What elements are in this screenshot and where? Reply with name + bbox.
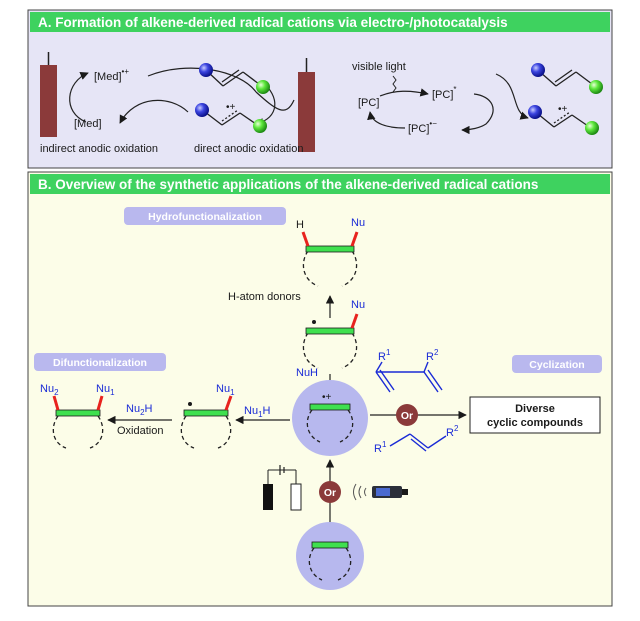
pc-excited-label: [PC]* <box>432 85 457 101</box>
difunctionalization-label: Difunctionalization <box>53 357 147 369</box>
mediator-cycle-arrow <box>69 71 89 123</box>
nu-label-mid: Nu <box>351 299 365 311</box>
nu1h-label: Nu1H <box>244 405 271 419</box>
nu-label-top: Nu <box>351 217 365 229</box>
panel-b-header: B. Overview of the synthetic application… <box>38 177 538 192</box>
visible-light-label: visible light <box>352 61 406 73</box>
or-badge-right <box>396 404 418 426</box>
diverse-line-1: Diverse <box>515 403 555 415</box>
nu2-product-label: Nu2 <box>40 383 59 397</box>
blue-substituent-icon <box>199 63 213 77</box>
cyclization-pill <box>512 355 602 373</box>
blue-substituent-icon <box>528 105 542 119</box>
electrode-left <box>40 65 57 137</box>
substrate-oxidation-arrow <box>495 73 529 120</box>
light-source-icon <box>353 483 408 501</box>
or-bottom-label: Or <box>324 487 336 499</box>
green-substituent-icon <box>585 121 599 135</box>
h-label: H <box>296 219 304 231</box>
radical-cation-mark: •+ <box>226 102 236 113</box>
green-substituent-icon <box>589 80 603 94</box>
panel-a-header-bar <box>30 12 610 32</box>
diverse-line-2: cyclic compounds <box>487 417 583 429</box>
electrolysis-cell-icon <box>263 465 302 511</box>
med-radical-cation-label: [Med]•+ <box>94 67 129 83</box>
panel-a-header: A. Formation of alkene-derived radical c… <box>38 15 508 30</box>
blue-substituent-icon <box>531 63 545 77</box>
radical-cation-circle <box>292 380 368 456</box>
panel-b-header-bar <box>30 174 610 194</box>
panel-a-background <box>27 9 613 169</box>
r2-diene-label: R2 <box>426 348 439 363</box>
r2-alkene-label: R2 <box>446 424 459 439</box>
diverse-cyclic-box <box>469 396 601 434</box>
direct-oxidation-label: direct anodic oxidation <box>194 143 303 155</box>
starting-alkene-circle <box>296 522 364 590</box>
light-squiggle-icon <box>392 75 397 93</box>
indirect-oxidation-label: indirect anodic oxidation <box>40 143 158 155</box>
electrode-right <box>298 72 315 152</box>
h-atom-donors-label: H-atom donors <box>228 291 301 303</box>
or-badge-bottom <box>319 481 341 503</box>
or-right-label: Or <box>401 410 413 422</box>
nu1-product-label: Nu1 <box>96 383 115 397</box>
nuh-label: NuH <box>296 367 318 379</box>
set-arc <box>461 93 494 135</box>
direct-oxidation-arrow <box>255 91 295 111</box>
blue-substituent-icon <box>195 103 209 117</box>
cyclization-label: Cyclization <box>529 359 584 371</box>
hydrofunctionalization-pill <box>124 207 286 225</box>
r1-alkene-label: R1 <box>374 440 387 455</box>
catalyst-regeneration-arrow <box>367 111 406 129</box>
electron-transfer-arc-indirect <box>119 99 189 124</box>
nu1-intermediate-label: Nu1 <box>216 383 235 397</box>
oxidation-label: Oxidation <box>117 425 163 437</box>
hydrofunctionalization-label: Hydrofunctionalization <box>148 211 262 223</box>
center-radical-cation-mark: •+ <box>322 392 332 403</box>
green-substituent-icon <box>256 80 270 94</box>
nu2h-label: Nu2H <box>126 403 153 417</box>
radical-cation-mark: •+ <box>558 104 568 115</box>
excitation-arrow <box>379 88 429 97</box>
pc-label: [PC] <box>358 97 379 109</box>
pc-radical-anion-label: [PC]•− <box>408 119 437 135</box>
difunctionalization-pill <box>34 353 166 371</box>
green-substituent-icon <box>253 119 267 133</box>
med-label: [Med] <box>74 118 102 130</box>
r1-diene-label: R1 <box>378 348 391 363</box>
